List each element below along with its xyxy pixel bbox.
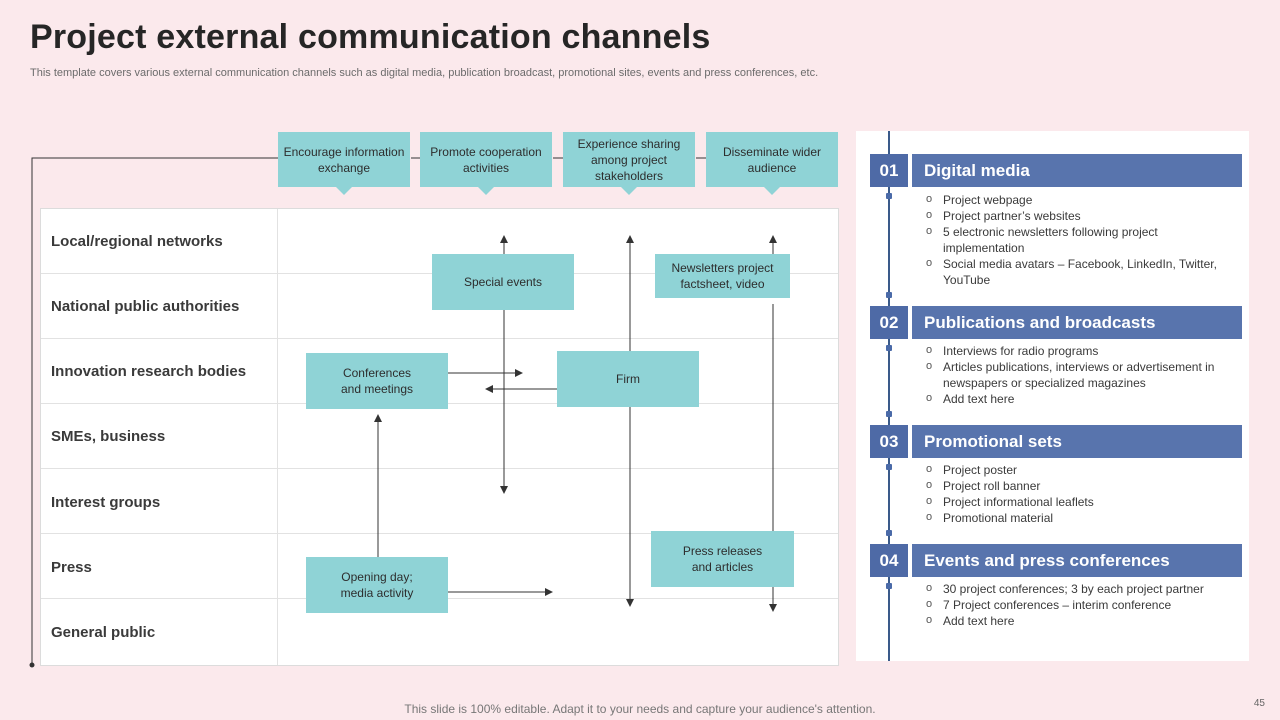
row-label: Innovation research bodies [51, 363, 247, 380]
list-item: Articles publications, interviews or adv… [924, 358, 1232, 391]
grid-row: Interest groups [41, 469, 838, 534]
timeline-tick [886, 411, 892, 417]
list-item: Project partner’s websites [924, 207, 1232, 224]
section-list: Project webpage Project partner’s websit… [924, 191, 1232, 288]
section-list: Project poster Project roll banner Proje… [924, 461, 1232, 526]
box-newsletters: Newsletters project factsheet, video [655, 254, 790, 298]
timeline-tick [886, 193, 892, 199]
section-list: 30 project conferences; 3 by each projec… [924, 580, 1232, 629]
list-item: Project roll banner [924, 477, 1232, 494]
row-label: SMEs, business [51, 428, 166, 445]
row-label: National public authorities [51, 298, 240, 315]
list-item: 30 project conferences; 3 by each projec… [924, 580, 1232, 597]
timeline-tick [886, 530, 892, 536]
timeline-tick [886, 345, 892, 351]
list-item: 5 electronic newsletters following proje… [924, 223, 1232, 256]
grid-row: SMEs, business [41, 404, 838, 469]
stage-experience: Experience sharing among project stakeho… [563, 132, 695, 195]
list-item: Interviews for radio programs [924, 342, 1232, 359]
box-firm: Firm [557, 351, 699, 407]
section-number: 02 [870, 306, 908, 339]
section-heading: Events and press conferences [912, 544, 1242, 577]
timeline-tick [886, 292, 892, 298]
section-heading: Promotional sets [912, 425, 1242, 458]
page-title: Project external communication channels [30, 18, 711, 56]
page-subtitle: This template covers various external co… [30, 67, 819, 79]
timeline-tick [886, 464, 892, 470]
row-label: Press [51, 559, 92, 576]
stage-promote: Promote cooperation activities [420, 132, 552, 195]
box-opening-day: Opening day; media activity [306, 557, 448, 613]
timeline-line [888, 131, 890, 661]
box-press-releases: Press releases and articles [651, 531, 794, 587]
section-number: 04 [870, 544, 908, 577]
footer-note: This slide is 100% editable. Adapt it to… [404, 702, 876, 716]
timeline-tick [886, 583, 892, 589]
channels-diagram: Local/regional networks National public … [29, 132, 839, 668]
list-item: Social media avatars – Facebook, LinkedI… [924, 255, 1232, 288]
stage-encourage: Encourage information exchange [278, 132, 410, 195]
row-label: Local/regional networks [51, 233, 223, 250]
list-item: Add text here [924, 612, 1232, 629]
list-item: Promotional material [924, 509, 1232, 526]
stage-disseminate: Disseminate wider audience [706, 132, 838, 195]
bracket-end-dot [29, 662, 35, 668]
section-heading: Digital media [912, 154, 1242, 187]
list-item: Project informational leaflets [924, 493, 1232, 510]
list-item: 7 Project conferences – interim conferen… [924, 596, 1232, 613]
section-list: Interviews for radio programs Articles p… [924, 342, 1232, 407]
section-number: 01 [870, 154, 908, 187]
page-number: 45 [1253, 698, 1265, 709]
box-conferences: Conferences and meetings [306, 353, 448, 409]
box-special-events: Special events [432, 254, 574, 310]
section-heading: Publications and broadcasts [912, 306, 1242, 339]
row-label: Interest groups [51, 494, 161, 511]
list-item: Add text here [924, 390, 1232, 407]
list-item: Project webpage [924, 191, 1232, 208]
section-number: 03 [870, 425, 908, 458]
list-item: Project poster [924, 461, 1232, 478]
row-label: General public [51, 624, 156, 641]
